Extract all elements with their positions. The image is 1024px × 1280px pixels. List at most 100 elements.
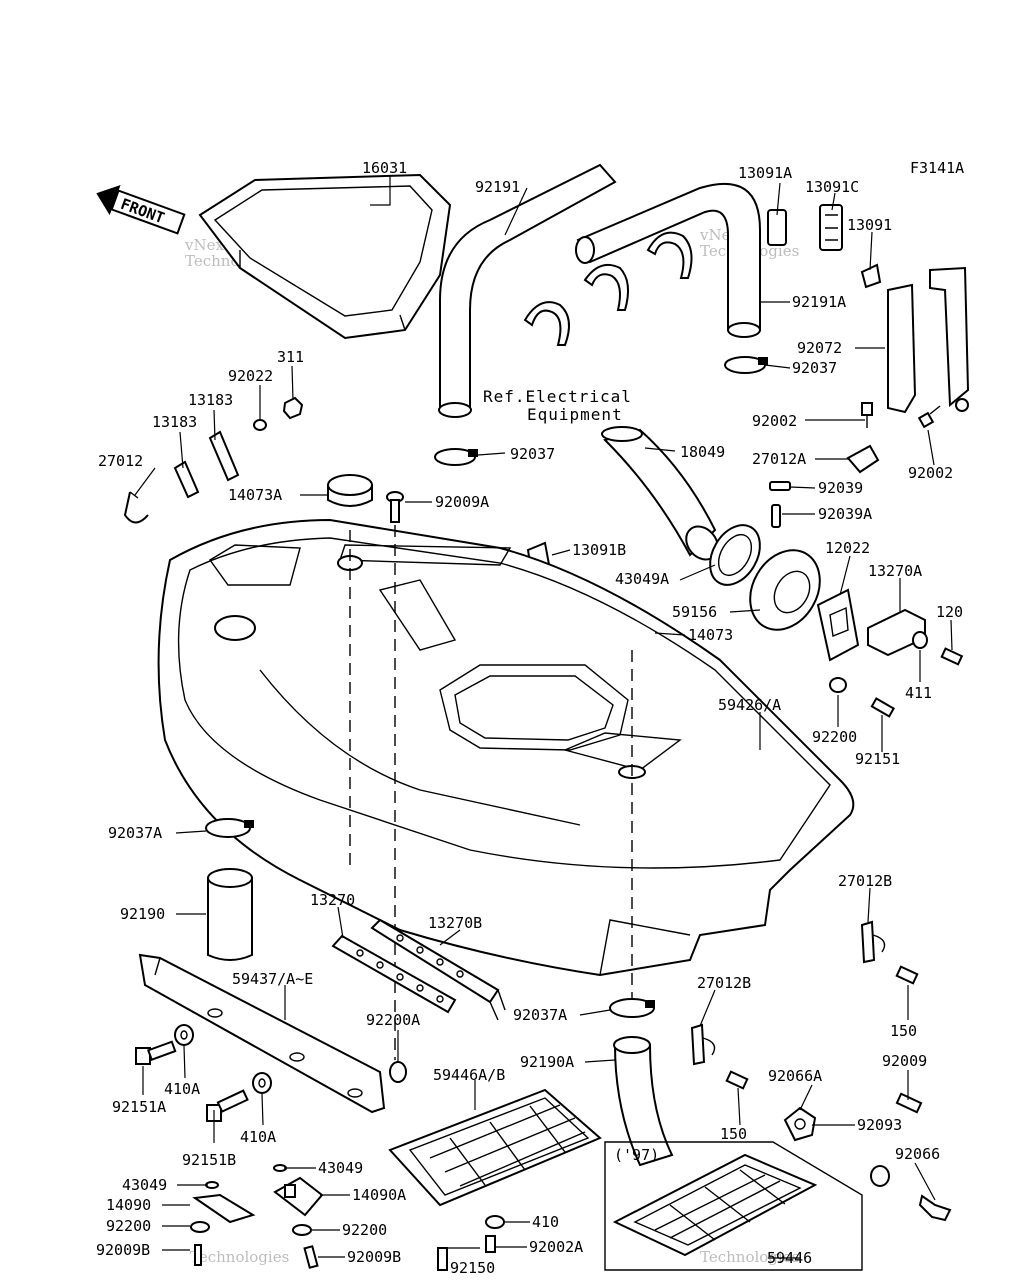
part-92191A-hose: [575, 182, 761, 338]
part-label: 13091: [847, 216, 892, 234]
part-label: 13183: [152, 413, 197, 431]
part-label: 92150: [450, 1259, 495, 1277]
part-59446AB-grate: [388, 1088, 602, 1207]
part-label: 16031: [362, 159, 407, 177]
part-label: 92022: [228, 367, 273, 385]
part-label: 92009B: [96, 1241, 150, 1259]
part-label: 92002: [908, 464, 953, 482]
part-150-screw: [725, 1070, 749, 1090]
part-label: 59446A/B: [433, 1066, 505, 1084]
part-59446-grate: [612, 1153, 818, 1257]
part-label: 13270: [310, 891, 355, 909]
part-410A-washer: [174, 1024, 194, 1046]
part-92009B-bolt: [303, 1245, 319, 1269]
part-label: 92191: [475, 178, 520, 196]
part-label: 92037A: [108, 824, 162, 842]
part-label: 92066: [895, 1145, 940, 1163]
part-label: 14090A: [352, 1186, 406, 1204]
part-label: 59446: [767, 1249, 812, 1267]
part-label: 14073A: [228, 486, 282, 504]
part-92002-screw: [917, 405, 941, 429]
part-label: 13270B: [428, 914, 482, 932]
part-16031-storage-tray: [198, 173, 452, 340]
part-59426-hull: [157, 518, 855, 977]
part-92151B-bolt: [206, 1089, 249, 1122]
part-label: 92066A: [768, 1067, 822, 1085]
ref-note-line1: Ref.Electrical: [483, 387, 632, 406]
ref-note-line2: Equipment: [527, 405, 623, 424]
part-13091-clip: [860, 263, 882, 289]
part-92190A-pipe: [613, 1036, 674, 1167]
hose-clamp-bands: [523, 231, 693, 346]
part-13270-bracket: [331, 934, 457, 1014]
part-14090-plate: [192, 1193, 256, 1224]
part-92009-bolt: [895, 1092, 923, 1114]
part-59437-sponson: [138, 953, 386, 1114]
part-410-washer: [485, 1215, 505, 1229]
part-label: 13091C: [805, 178, 859, 196]
part-label: 92009B: [347, 1248, 401, 1266]
part-92066A-valve: [783, 1106, 817, 1142]
part-label: 27012B: [838, 872, 892, 890]
part-label: 12022: [825, 539, 870, 557]
part-label: 43049A: [615, 570, 669, 588]
part-92039-bolt: [769, 481, 791, 491]
part-label: 92037: [792, 359, 837, 377]
part-120-screw: [940, 647, 964, 666]
part-label: 92002: [752, 412, 797, 430]
part-92066-plug: [918, 1194, 952, 1222]
part-label: 410A: [240, 1128, 276, 1146]
part-92200-washer: [829, 677, 847, 693]
part-label: 92151B: [182, 1151, 236, 1169]
part-43049A-gasket: [709, 524, 761, 586]
part-92037-clamp-mid: [434, 448, 478, 466]
part-label: 92009: [882, 1052, 927, 1070]
part-label: 311: [277, 348, 304, 366]
part-label: 14090: [106, 1196, 151, 1214]
part-92037A-clamp: [609, 998, 655, 1018]
inset-label: ('97): [614, 1146, 659, 1164]
part-label: 13270A: [868, 562, 922, 580]
part-14090A-plate: [273, 1176, 324, 1217]
part-59156-flange: [749, 549, 821, 631]
part-13183-link: [208, 430, 240, 482]
part-label: 43049: [122, 1176, 167, 1194]
part-label: 150: [720, 1125, 747, 1143]
part-92072-straps: [887, 266, 970, 414]
part-92191-hose: [438, 163, 617, 418]
part-92022-washer: [253, 419, 267, 431]
part-27012B-bracket: [860, 920, 886, 964]
part-label: 13091A: [738, 164, 792, 182]
part-13270B-bracket: [370, 918, 506, 1021]
part-label: 27012B: [697, 974, 751, 992]
part-92190-pipe: [207, 868, 253, 961]
part-label: 92190: [120, 905, 165, 923]
part-92002-screw: [861, 402, 873, 428]
part-12022-plate: [816, 588, 860, 662]
part-label: 59156: [672, 603, 717, 621]
inset-97-box: ('97): [604, 1141, 863, 1271]
part-label: 92072: [797, 339, 842, 357]
part-92151A-bolt: [135, 1040, 177, 1065]
part-label: 120: [936, 603, 963, 621]
part-label: 92190A: [520, 1053, 574, 1071]
part-label: 92039A: [818, 505, 872, 523]
part-label: 92002A: [529, 1238, 583, 1256]
part-label: 92151A: [112, 1098, 166, 1116]
part-92150-bolt: [437, 1247, 448, 1271]
part-411-washer: [912, 631, 928, 649]
part-92200-washer: [292, 1224, 312, 1236]
part-label: 92037A: [513, 1006, 567, 1024]
part-label: 92200: [342, 1221, 387, 1239]
part-label: 27012: [98, 452, 143, 470]
part-18049-pipe: [601, 426, 719, 561]
part-label: 43049: [318, 1159, 363, 1177]
part-92039A-bolt: [771, 504, 781, 528]
watermark-text: Technologies: [190, 1248, 289, 1266]
part-13183-link: [173, 460, 200, 499]
watermark-text: Technologies: [700, 1248, 799, 1266]
part-label: 92093: [857, 1116, 902, 1134]
part-92009B-bolt: [194, 1244, 202, 1266]
part-label: 92009A: [435, 493, 489, 511]
